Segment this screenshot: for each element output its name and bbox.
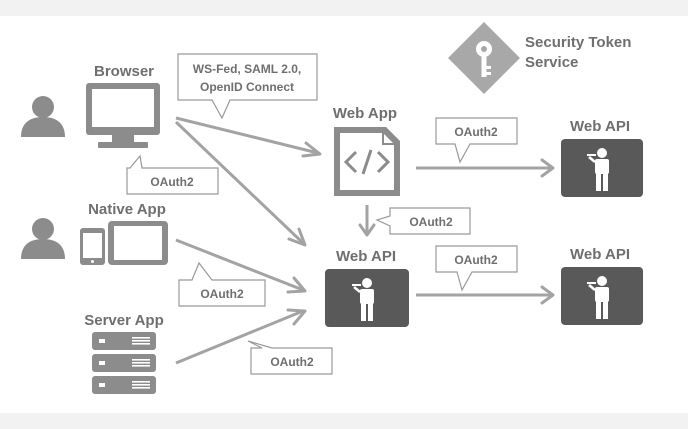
arrowhead-server-to-webapi (286, 308, 307, 326)
waiter-icon (352, 278, 374, 321)
waiter-icon (587, 148, 609, 191)
bubble-browser-oauth: OAuth2 (126, 154, 219, 195)
top-band (0, 0, 688, 16)
arrow-native-to-webapi (175, 238, 304, 292)
browser-label: Browser (94, 63, 154, 80)
arrowhead-api-to-api (540, 285, 555, 305)
bottom-band (0, 413, 688, 429)
bubble-webapp-to-api-text: OAuth2 (454, 125, 498, 139)
bubble-browser-protocols: WS-Fed, SAML 2.0, OpenID Connect (177, 53, 318, 120)
arrow-browser-to-webapp (175, 116, 319, 155)
phone-icon (80, 228, 105, 265)
web-api-top-right-label: Web API (570, 118, 630, 135)
bubble-webapp-down: OAuth2 (375, 207, 471, 235)
bubble-server-oauth: OAuth2 (247, 340, 333, 375)
server-stack-icon (92, 332, 156, 394)
arrowhead-native-to-webapi (286, 276, 307, 294)
bubble-api-to-api: OAuth2 (435, 245, 518, 292)
person-icon (21, 96, 65, 137)
person-icon (21, 218, 65, 259)
bubble-native-oauth: OAuth2 (178, 261, 266, 307)
monitor-icon (86, 83, 160, 148)
code-document-icon (334, 127, 400, 196)
arrow-server-to-webapi (175, 309, 304, 365)
bubble-browser-protocols-line2: OpenID Connect (200, 80, 294, 94)
arrows (174, 116, 555, 365)
bubble-browser-oauth-text: OAuth2 (150, 175, 194, 189)
sts-label-line2: Service (525, 54, 578, 71)
sts-label-line1: Security Token (525, 34, 631, 51)
bubble-webapp-down-text: OAuth2 (409, 215, 453, 229)
arrow-browser-to-webapi (174, 120, 305, 245)
web-api-center-label: Web API (336, 248, 396, 265)
arrowhead-browser-to-webapp (301, 141, 322, 158)
server-app-label: Server App (84, 312, 163, 329)
bubble-server-oauth-text: OAuth2 (270, 355, 314, 369)
bubble-browser-protocols-line1: WS-Fed, SAML 2.0, (193, 62, 301, 76)
web-api-bottom-right-label: Web API (570, 246, 630, 263)
waiter-icon (587, 276, 609, 319)
arrowhead-browser-to-webapi (287, 227, 307, 247)
bubble-api-to-api-text: OAuth2 (454, 253, 498, 267)
bubble-webapp-to-api: OAuth2 (435, 117, 518, 164)
arrowhead-webapp-down (358, 223, 376, 237)
web-app-label: Web App (333, 105, 397, 122)
tablet-icon (108, 221, 168, 265)
arrowhead-webapp-to-api (540, 158, 555, 178)
bubble-native-oauth-text: OAuth2 (200, 287, 244, 301)
key-diamond-icon (448, 22, 520, 94)
native-app-label: Native App (88, 201, 166, 218)
